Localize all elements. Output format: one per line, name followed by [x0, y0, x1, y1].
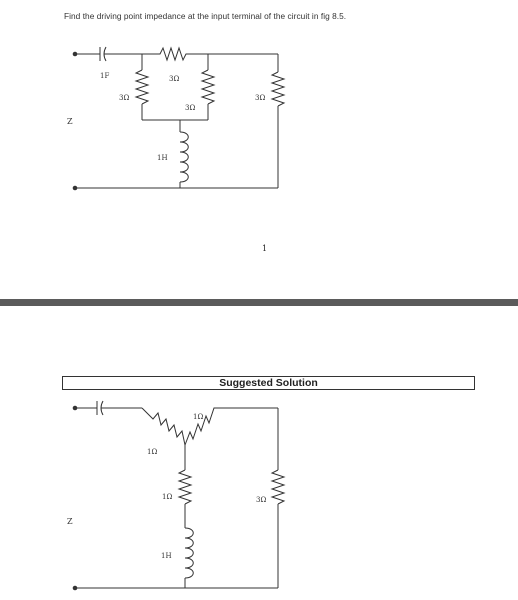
inductor-label: 1H	[161, 552, 172, 560]
port-label: Z	[67, 117, 73, 126]
resistor-left-label: 1Ω	[147, 448, 157, 456]
resistor-center-symbol	[177, 469, 193, 505]
page-divider	[0, 299, 518, 306]
resistor-center-label: 1Ω	[162, 493, 172, 501]
question-text: Find the driving point impedance at the …	[64, 11, 347, 21]
capacitor-label: 1F	[100, 72, 109, 80]
resistor-right-label: 1Ω	[193, 413, 203, 421]
resistor-shunt-symbol	[270, 469, 286, 505]
resistor-top-symbol	[142, 46, 278, 62]
solution-circuit: Z 1Ω 1Ω 1Ω 1H 3Ω	[67, 400, 286, 591]
solution-header: Suggested Solution	[62, 376, 475, 390]
resistor-shunt-label: 3Ω	[256, 496, 266, 504]
original-circuit: Z 1F 3Ω 3Ω 3Ω 1H 3Ω	[67, 46, 286, 191]
resistor-right-label: 3Ω	[255, 94, 265, 102]
page-number: 1	[262, 244, 268, 253]
port-label: Z	[67, 517, 73, 526]
solution-title: Suggested Solution	[219, 377, 318, 389]
resistor-right-symbol	[270, 71, 286, 107]
resistor-left-label: 3Ω	[119, 94, 129, 102]
resistor-middle-symbol	[200, 69, 216, 105]
resistor-middle-label: 3Ω	[185, 104, 195, 112]
resistor-left-symbol	[134, 69, 150, 105]
inductor-symbol	[184, 527, 194, 579]
resistor-top-label: 3Ω	[169, 75, 179, 83]
resistor-left-symbol	[141, 407, 186, 446]
resistor-right-symbol	[184, 407, 222, 446]
inductor-label: 1H	[157, 154, 168, 162]
inductor-symbol	[179, 131, 189, 183]
